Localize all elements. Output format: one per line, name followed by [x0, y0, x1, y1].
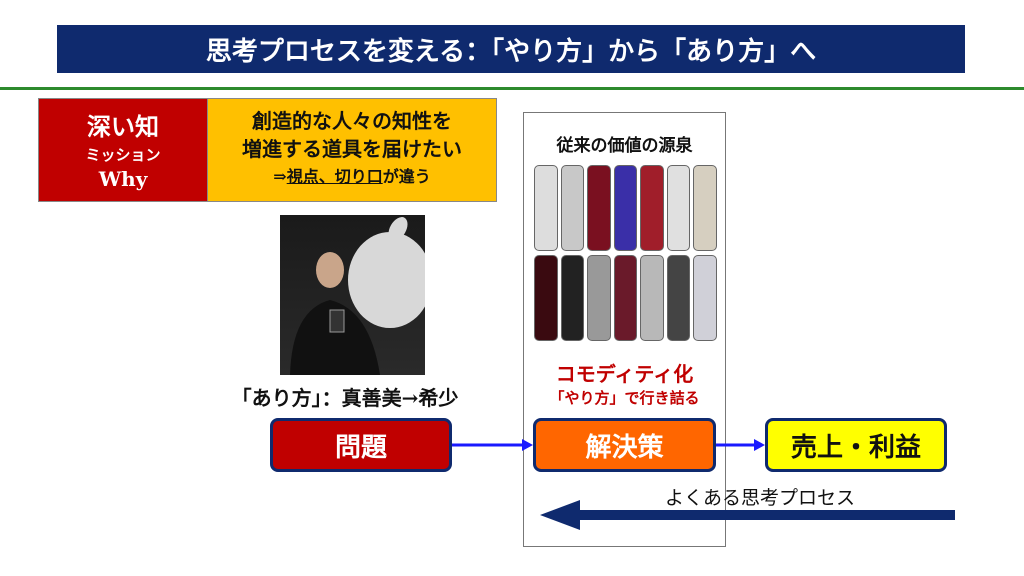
phone-image	[560, 165, 585, 251]
why-line2: ミッション	[85, 146, 161, 164]
phone-image	[640, 255, 664, 341]
suffix-text: が違う	[382, 167, 431, 186]
mission-line1: 創造的な人々の知性を	[252, 109, 452, 133]
title-divider	[0, 87, 1024, 90]
slide-title: 思考プロセスを変える：「やり方」から「あり方」へ	[57, 25, 965, 73]
phone-image	[693, 255, 718, 341]
why-line1: 深い知	[87, 112, 159, 141]
result-box: 売上・利益	[765, 418, 947, 472]
phone-image	[666, 165, 691, 251]
problem-box: 問題	[270, 418, 452, 472]
phone-image	[693, 165, 718, 251]
common-process-arrow	[540, 500, 955, 530]
presenter-photo-illustration	[290, 217, 432, 375]
why-box: 深い知 ミッション Why	[38, 98, 208, 202]
phone-image	[587, 165, 611, 251]
phone-image	[560, 255, 585, 341]
commoditization-label: コモディティ化	[555, 362, 694, 386]
stuck-label: 「やり方」で行き詰る	[549, 389, 700, 407]
arrow-problem-to-solution	[452, 439, 533, 451]
phone-image	[534, 165, 558, 251]
mission-line3: ⇒視点、切り口が違う	[208, 163, 496, 191]
arrow-prefix: ⇒	[273, 167, 287, 186]
phone-image	[613, 165, 638, 251]
solution-box: 解決策	[533, 418, 716, 472]
mission-line2: 増進する道具を届けたい	[242, 137, 462, 161]
arrow-solution-to-result	[716, 439, 765, 451]
phone-image	[587, 255, 611, 341]
phone-image	[640, 165, 664, 251]
why-line3: Why	[98, 167, 148, 191]
panel-title: 従来の価値の源泉	[556, 136, 693, 156]
value-source-panel: 従来の価値の源泉 コモディティ化 「やり方」で行き詰る	[523, 112, 726, 547]
phone-image	[534, 255, 558, 341]
phones-row-1	[534, 165, 718, 251]
mission-box: 創造的な人々の知性を 増進する道具を届けたい ⇒視点、切り口が違う	[208, 98, 497, 202]
phones-row-2	[534, 255, 718, 341]
common-process-label: よくある思考プロセス	[665, 487, 856, 509]
phone-image	[613, 255, 638, 341]
presenter-photo	[280, 215, 432, 375]
underlined-text: 視点、切り口	[286, 167, 383, 186]
phone-image	[666, 255, 691, 341]
caption: 「あり方」：真善美→希少	[231, 386, 459, 410]
